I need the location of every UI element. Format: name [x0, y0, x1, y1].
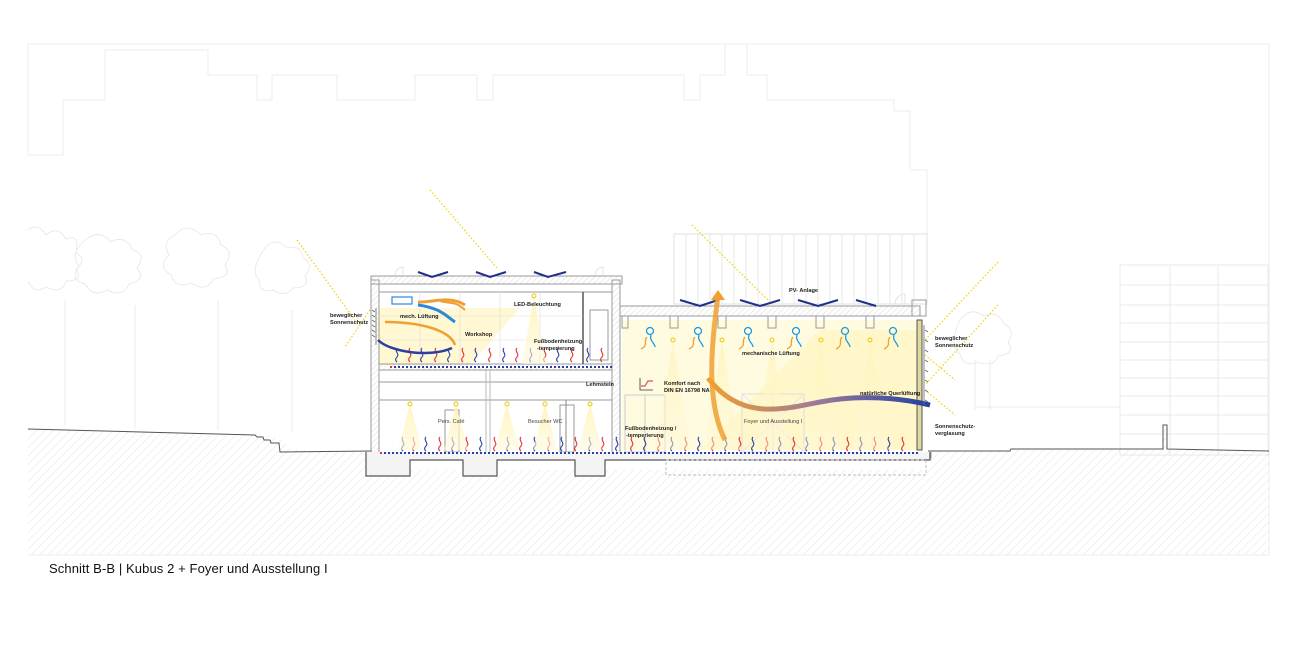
label-sunshade-left-2: Sonnenschutz	[330, 320, 368, 326]
label-sunshade-right-1: beweglicher	[935, 336, 968, 342]
sunshade-left	[371, 308, 377, 345]
pv-panels	[417, 271, 877, 308]
label-comfort-2: DIN EN 16798 NA	[664, 388, 710, 394]
right-building-facade	[1119, 264, 1269, 456]
label-mech-ventilation: mechanische Lüftung	[742, 351, 800, 357]
label-floor-heating-upper-1: Fußbodenheizung	[534, 339, 583, 345]
trees-right	[953, 311, 1120, 410]
label-sunshade-right-2: Sonnenschutz	[935, 343, 973, 349]
trees-left	[27, 226, 310, 432]
label-floor-heating-lower-2: -temperierung	[626, 433, 664, 439]
ventilation-diffusers	[640, 326, 899, 350]
label-solar-glazing-2: verglasung	[935, 431, 965, 437]
foyer-structure	[619, 233, 928, 453]
label-mech-ventilation-small: mech. Lüftung	[400, 314, 439, 320]
drawing-caption: Schnitt B-B | Kubus 2 + Foyer und Ausste…	[49, 561, 328, 576]
label-clay-stone: Lehmstein	[586, 382, 615, 388]
sun-rays	[296, 189, 999, 416]
air-flows-foyer	[706, 290, 931, 442]
label-floor-heating-upper-2: -temperierung	[537, 346, 575, 352]
label-floor-heating-lower-1: Fußbodenheizung /	[625, 426, 677, 432]
label-solar-glazing-1: Sonnenschutz-	[935, 424, 975, 430]
label-comfort-1: Komfort nach	[664, 381, 701, 387]
label-visitor-wc: Besucher WC	[528, 419, 563, 425]
sunshade-right	[923, 325, 929, 405]
label-led-lighting: LED-Beleuchtung	[514, 302, 562, 308]
label-natural-cross-ventilation: natürliche Querlüftung	[860, 391, 921, 397]
label-foyer-exhibition: Foyer und Ausstellung I	[744, 419, 803, 425]
label-workshop: Workshop	[465, 332, 493, 338]
background-building-outline	[27, 43, 1270, 555]
label-pv-system: PV- Anlage	[789, 288, 818, 294]
label-staff-cafe: Pers. Café	[438, 419, 464, 425]
air-flows-workshop	[377, 296, 466, 355]
label-sunshade-left-1: beweglicher	[330, 313, 363, 319]
comfort-chart-icon	[639, 378, 653, 391]
ground-section	[27, 424, 1270, 556]
